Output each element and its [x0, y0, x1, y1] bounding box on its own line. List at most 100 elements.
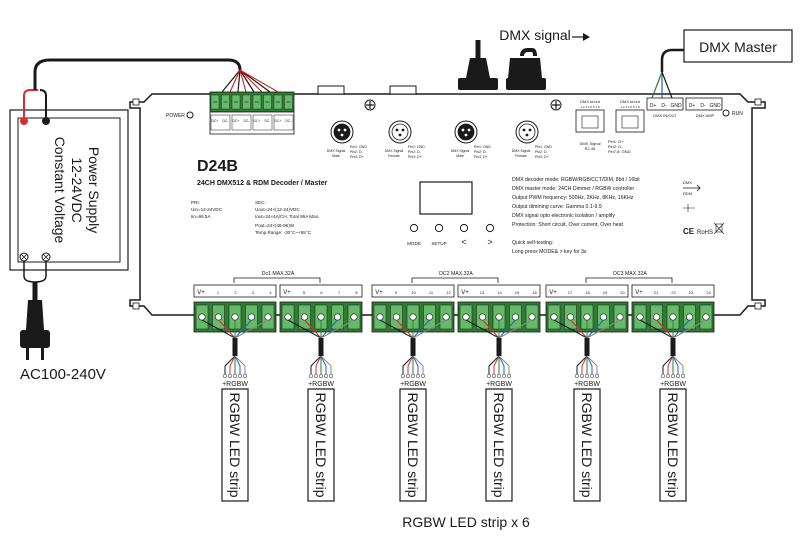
output-channel-label: 10 — [411, 290, 416, 295]
mode-button[interactable]: MODE — [407, 223, 421, 246]
strip-label: RGBW LED strip — [665, 392, 681, 497]
feature-spec-line: DMX signal opto electronic isolation / a… — [512, 213, 615, 219]
output-channel-label: 4 — [269, 290, 272, 295]
rgbw-led-strip-1: +RGBW RGBW LED strip — [201, 319, 269, 502]
dmx-master-label: DMX Master — [699, 39, 777, 55]
input-terminal-label: DC+ — [233, 119, 240, 123]
rj45-pin-3: Pin7,8: GND — [608, 149, 631, 154]
output-channel-label: 19 — [603, 290, 608, 295]
xlr-connector-kind: Male — [332, 154, 340, 158]
power-led-icon — [186, 111, 194, 119]
output-channel-label: 1 — [217, 290, 220, 295]
power-indicator-label: POWER — [166, 113, 185, 119]
dmx-xlr-plug-1 — [458, 40, 498, 90]
output-channel-label: 2 — [234, 290, 237, 295]
output-channel-label: V+ — [635, 290, 643, 296]
xlr-pin-label: Pin1: GND — [474, 145, 491, 149]
strip-label: RGBW LED strip — [227, 392, 243, 497]
xlr-connector-name: DMX Signal — [385, 149, 404, 153]
setup-button[interactable]: SETUP — [431, 223, 447, 246]
psu-positive-terminal — [20, 117, 28, 125]
top-xlr-slot-1 — [317, 85, 345, 95]
xlr-pin-label: Pin3: D+ — [474, 155, 488, 159]
rj45-ports: DMX in/out 1 2 3 4 5 6 7 8 DMX in/out 1 … — [575, 99, 645, 154]
xlr-pin-label: Pin3: D+ — [535, 155, 549, 159]
output-channel-label: V+ — [461, 290, 469, 296]
dmx-term2-d-plus: D+ — [689, 103, 696, 109]
input-terminal-label: DC- — [243, 119, 249, 123]
output-channel-label: 15 — [515, 290, 520, 295]
sec-spec-line: Pout=24×(48-96)W — [255, 223, 295, 228]
rj45-pin-1: Pin1: D+ — [608, 139, 624, 144]
input-terminal-label: DC- — [285, 119, 291, 123]
dmx-term-gnd: GND — [670, 103, 682, 109]
dmx-inout-label: DMX IN/OUT — [653, 113, 677, 118]
output-channel-label: 13 — [480, 290, 485, 295]
strip-body — [485, 388, 513, 502]
xlr-pin-label: Pin1: GND — [350, 145, 367, 149]
dmx-term-d-plus: D+ — [650, 103, 657, 109]
rdm-mark: RDM — [683, 191, 692, 196]
psu-voltage: 12-24VDC — [69, 157, 85, 222]
strip-count-caption: RGBW LED strip x 6 — [402, 514, 530, 530]
rj45-out-pins: 1 2 3 4 5 6 7 8 — [620, 105, 640, 109]
xlr-connector-name: DMX Signal — [512, 149, 531, 153]
rj45-pin-2: Pin2: D- — [608, 144, 623, 149]
feature-spec-line: DMX decoder mode: RGBW/RGB/CCT/DIM, 8bit… — [512, 177, 640, 183]
output-channel-label: 16 — [532, 290, 537, 295]
dmx-term2-gnd: GND — [709, 103, 721, 109]
psu-type: Constant Voltage — [52, 137, 68, 244]
rj45-out-label: DMX in/out — [620, 99, 641, 104]
run-led-icon — [722, 109, 730, 117]
certification-marks: DMX RDM CE RoHS — [683, 180, 725, 236]
psu-title: Power Supply — [86, 147, 102, 233]
psu-fan-out-wires — [221, 69, 279, 93]
strip-body — [659, 388, 687, 502]
ac-plug: AC100-240V — [20, 261, 106, 383]
dmx-signal-label: DMX signal — [499, 27, 571, 43]
strip-label: RGBW LED strip — [313, 392, 329, 497]
xlr-connector-name: DMX Signal — [327, 149, 346, 153]
output-group-label: DC2 MAX.32A — [439, 271, 473, 277]
pri-spec-line: Uin=12-24VDC — [191, 207, 223, 212]
strip-wire-label: +RGBW — [222, 381, 248, 388]
strip-body — [307, 388, 335, 502]
rj45-name: DMX Signal — [579, 141, 600, 146]
rj45-in-pins: 1 2 3 4 5 6 7 8 — [580, 105, 600, 109]
ce-mark: CE — [683, 227, 695, 236]
rj45-in-label: DMX in/out — [580, 99, 601, 104]
output-channel-label: 17 — [568, 290, 573, 295]
sec-spec-line: SEC: — [255, 200, 266, 205]
dmx-term-d-minus: D- — [661, 103, 667, 109]
dmx-master-box — [683, 29, 793, 63]
rj45-port-1 — [575, 109, 605, 133]
run-indicator-label: RUN — [732, 111, 743, 117]
output-channel-label: 21 — [654, 290, 659, 295]
rohs-mark: RoHS — [697, 230, 713, 236]
next-button[interactable]: > — [485, 223, 495, 247]
lcd-display — [419, 181, 473, 215]
prev-button[interactable]: < — [459, 223, 469, 247]
feature-spec-line: Protection: Short circuit, Over current,… — [512, 222, 624, 228]
weee-bin-icon — [713, 222, 725, 235]
dmx-xlr-plug-2 — [506, 48, 546, 90]
dmx-terminal-block: D+ D- GND D+ D- GND DMX IN/OUT DMX AMP — [646, 97, 723, 118]
psu-red-wire — [23, 89, 38, 117]
feature-spec-line: DMX master mode: 24CH Dimmer / RGBW cont… — [512, 186, 634, 192]
output-channel-label: 11 — [429, 290, 434, 295]
output-channel-label: 14 — [497, 290, 502, 295]
output-group-label: DC3 MAX.32A — [613, 271, 647, 277]
strip-wire-label: +RGBW — [660, 381, 686, 388]
power-input-terminal: DC+DC-DC+DC-DC+DC-DC+DC- — [209, 91, 295, 135]
top-screw-icon-2 — [550, 99, 562, 111]
ac-input-label: AC100-240V — [20, 366, 106, 383]
rgbw-led-strip-6: +RGBW RGBW LED strip — [639, 319, 707, 502]
